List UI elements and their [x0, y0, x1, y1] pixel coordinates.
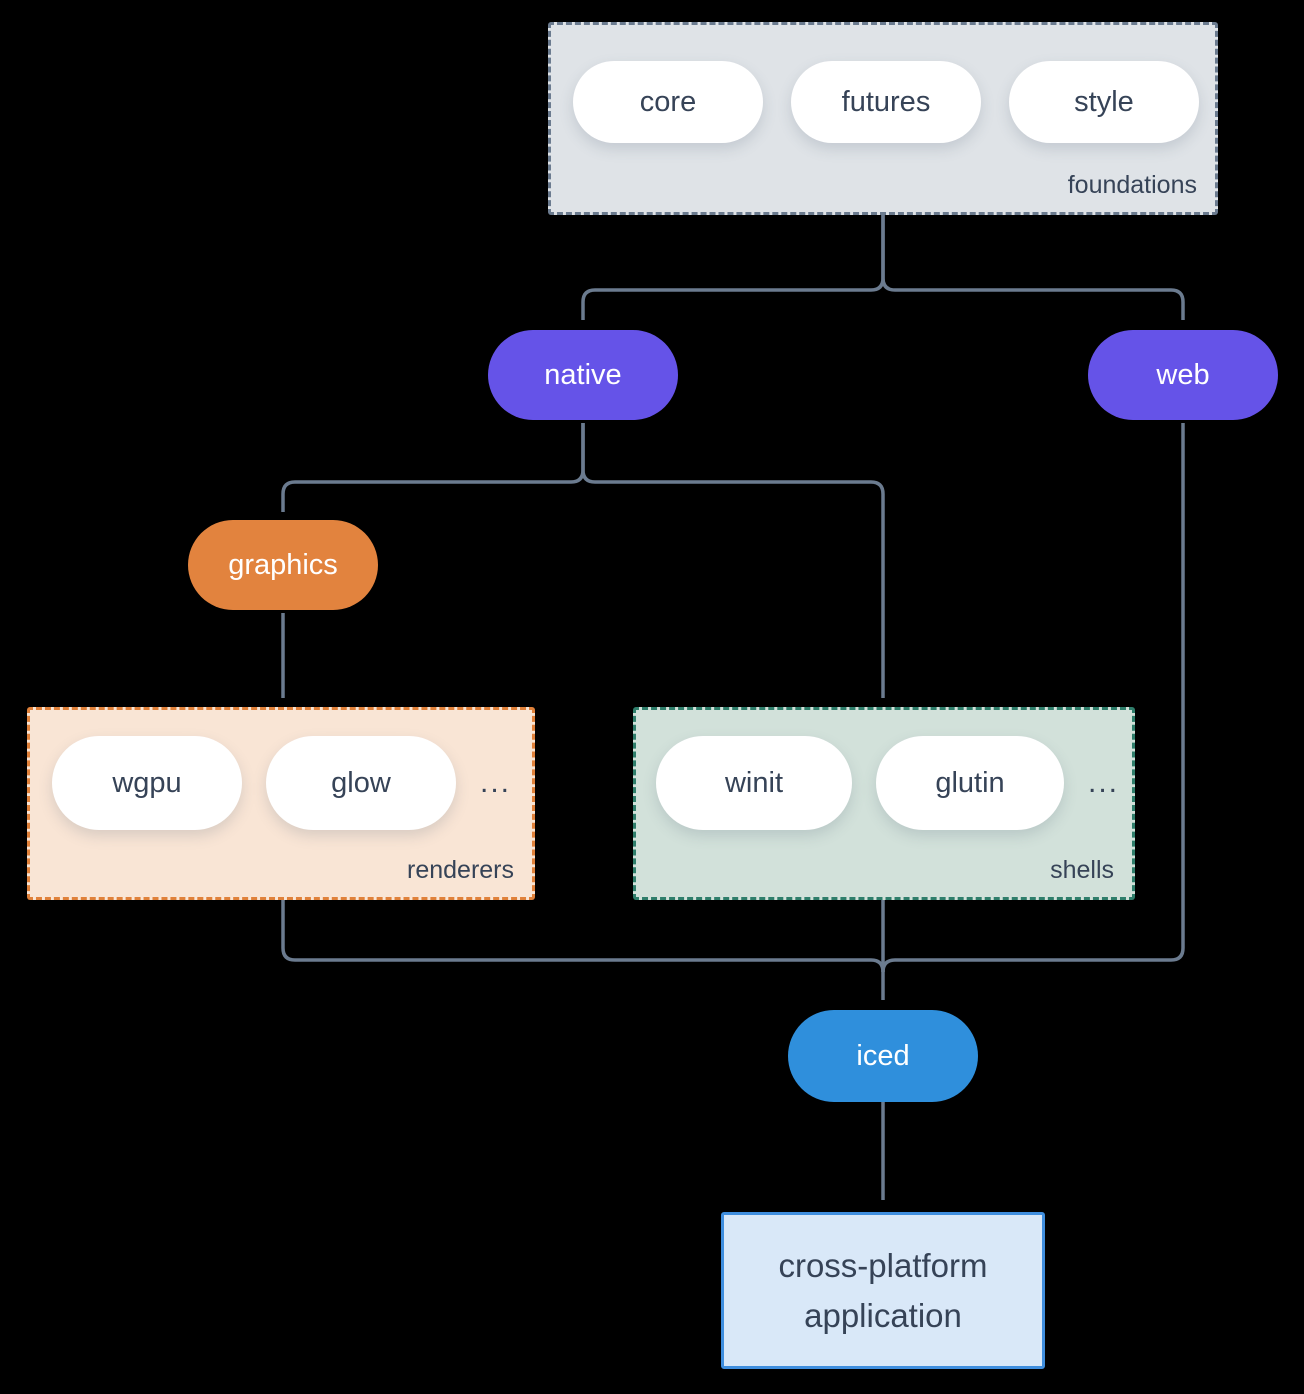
node-wgpu: wgpu	[52, 736, 242, 830]
node-iced: iced	[788, 1010, 978, 1102]
foundations-pill-row: core futures style	[573, 61, 1199, 143]
foundations-group-label: foundations	[1067, 171, 1197, 199]
node-native: native	[488, 330, 678, 420]
node-graphics: graphics	[188, 520, 378, 610]
renderers-group-label: renderers	[407, 856, 514, 884]
node-glow: glow	[266, 736, 456, 830]
shells-group-box: winit glutin ... shells	[633, 707, 1135, 900]
renderers-pill-row: wgpu glow ...	[52, 736, 511, 830]
shells-pill-row: winit glutin ...	[656, 736, 1119, 830]
arrow-native-to-graphics	[281, 423, 585, 512]
application-label-line2: application	[804, 1296, 962, 1334]
node-glutin: glutin	[876, 736, 1064, 830]
application-box: cross-platform application	[721, 1212, 1045, 1369]
node-style: style	[1009, 61, 1199, 143]
line-renderers-to-merge	[281, 900, 885, 973]
foundations-group-box: core futures style foundations	[548, 22, 1218, 215]
renderers-ellipsis: ...	[480, 766, 512, 799]
node-winit: winit	[656, 736, 852, 830]
renderers-group-box: wgpu glow ... renderers	[27, 707, 535, 900]
arrow-foundations-to-native	[581, 215, 885, 320]
shells-group-label: shells	[1050, 856, 1114, 884]
node-web: web	[1088, 330, 1278, 420]
application-label-line1: cross-platform	[778, 1246, 988, 1284]
arrow-foundations-to-web	[881, 215, 1185, 320]
shells-ellipsis: ...	[1088, 766, 1120, 799]
arrow-native-to-shells	[581, 423, 885, 698]
node-core: core	[573, 61, 763, 143]
node-futures: futures	[791, 61, 981, 143]
